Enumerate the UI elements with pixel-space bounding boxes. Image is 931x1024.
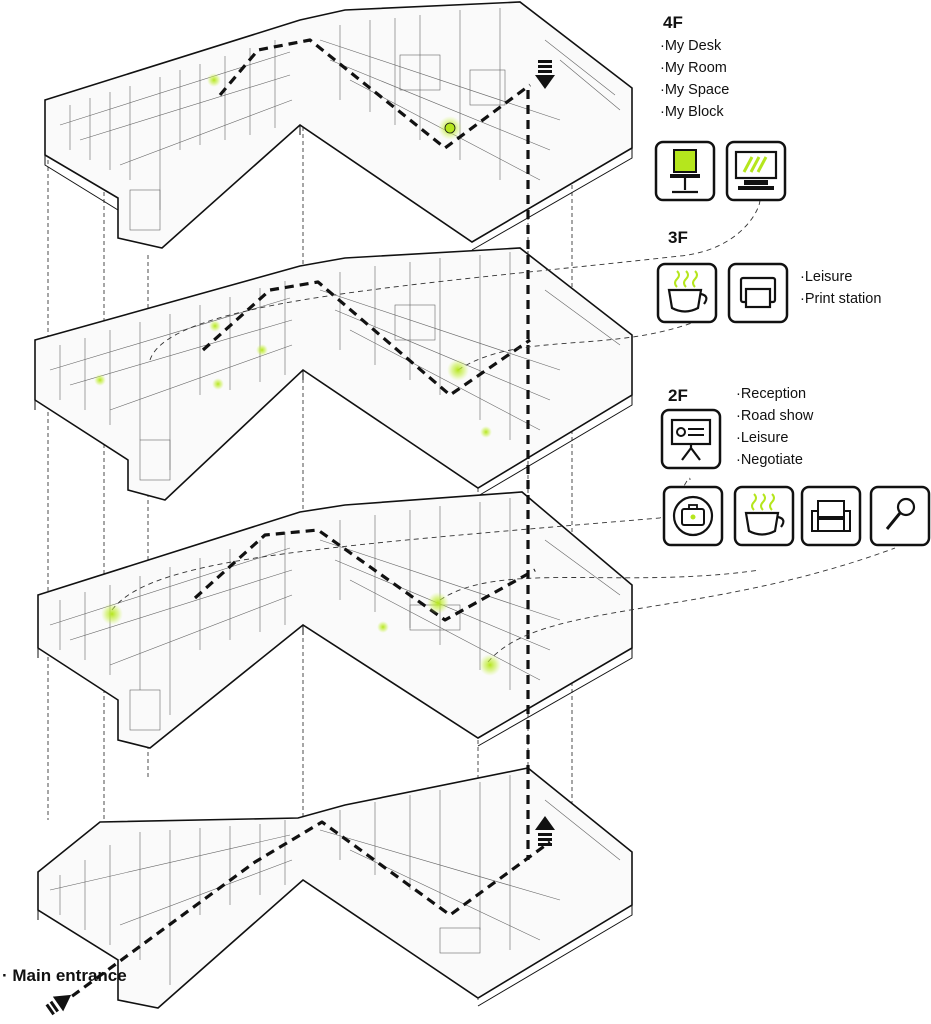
coffee-cup-icon (733, 485, 795, 547)
floor-4f-item: ·My Block (660, 104, 724, 120)
floor-2f-item: ·Reception (736, 386, 807, 402)
floor-4f-title: 4F (663, 13, 683, 32)
circulation-paths (59, 38, 551, 1007)
floor-1f-plan (37, 767, 633, 1009)
floor-4f-item: ·My Desk (660, 38, 722, 54)
printer-icon (727, 262, 789, 324)
floor-3f-title: 3F (668, 228, 688, 247)
floor-2f-item: ·Leisure (736, 430, 789, 446)
floor-2f-title: 2F (668, 386, 688, 405)
floor-4f-item: ·My Room (660, 60, 727, 76)
microphone-icon (869, 485, 931, 547)
presentation-board-icon (660, 408, 722, 470)
coffee-cup-icon (656, 262, 718, 324)
floor-4f-plan (44, 1, 633, 251)
down-arrow-icon (535, 60, 555, 89)
computer-icon (725, 140, 787, 202)
briefcase-icon (662, 485, 724, 547)
floor-2f-item: ·Road show (736, 408, 814, 424)
floor-3f-item: ·Leisure (800, 269, 853, 285)
floor-3f-item: ·Print station (800, 291, 882, 307)
floor-2f-item: ·Negotiate (736, 452, 803, 468)
floor-2f-plan (37, 491, 633, 749)
armchair-icon (800, 485, 862, 547)
floor-4f-item: ·My Space (660, 82, 730, 98)
desk-chair-icon (654, 140, 716, 202)
hotspots (94, 73, 501, 676)
up-arrow-icon (535, 816, 555, 846)
entrance-arrow-icon (45, 994, 72, 1016)
floor-3f-plan (34, 247, 633, 501)
main-entrance-label: · Main entrance (2, 966, 127, 985)
